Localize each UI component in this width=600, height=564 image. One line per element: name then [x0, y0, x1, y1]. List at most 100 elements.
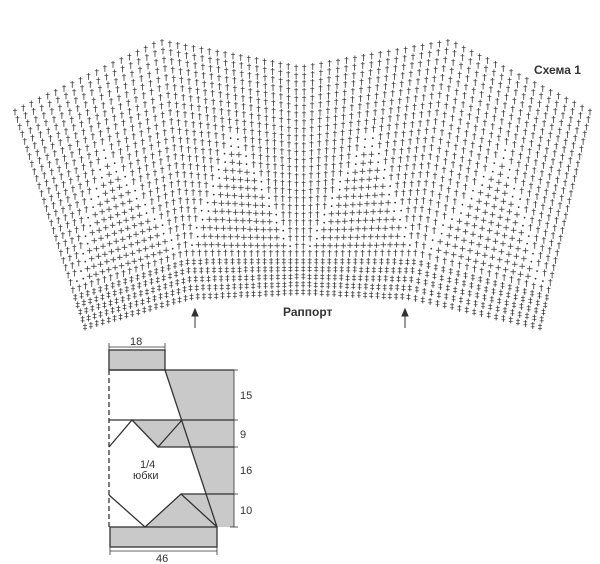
- stitch-symbol: †: [294, 226, 299, 236]
- stitch-symbol: †: [198, 121, 203, 131]
- stitch-symbol: †: [520, 187, 525, 197]
- stitch-symbol: †: [251, 160, 256, 170]
- stitch-symbol: +: [383, 207, 391, 217]
- stitch-symbol: •: [430, 246, 434, 253]
- stitch-symbol: †: [51, 201, 56, 211]
- hem-outline: [109, 526, 218, 548]
- stitch-symbol: †: [386, 49, 391, 59]
- stitch-symbol: †: [525, 120, 530, 130]
- stitch-symbol: +: [524, 272, 532, 282]
- stitch-symbol: †: [509, 69, 514, 79]
- stitch-symbol: †: [556, 92, 561, 102]
- stitch-symbol: ‡: [321, 257, 326, 267]
- stitch-symbol: †: [279, 116, 284, 126]
- stitch-symbol: +: [453, 234, 461, 244]
- stitch-symbol: ‡: [79, 291, 84, 301]
- stitch-symbol: †: [400, 249, 405, 259]
- stitch-symbol: †: [302, 103, 307, 113]
- stitch-symbol: +: [244, 176, 252, 186]
- stitch-symbol: †: [166, 91, 171, 101]
- stitch-symbol: †: [454, 88, 459, 98]
- stitch-symbol: †: [333, 130, 338, 140]
- stitch-symbol: †: [62, 120, 67, 130]
- stitch-symbol: ‡: [92, 287, 97, 297]
- stitch-symbol: †: [402, 121, 407, 131]
- stitch-symbol: ‡: [301, 288, 306, 298]
- stitch-symbol: †: [457, 126, 462, 136]
- stitch-symbol: ‡: [415, 286, 420, 296]
- stitch-symbol: ‡: [534, 306, 539, 316]
- stitch-symbol: †: [42, 112, 47, 122]
- stitch-symbol: •: [480, 182, 484, 189]
- stitch-symbol: †: [134, 149, 139, 159]
- stitch-symbol: †: [502, 274, 507, 284]
- stitch-symbol: †: [395, 181, 400, 191]
- stitch-symbol: †: [468, 158, 473, 168]
- stitch-symbol: †: [302, 72, 307, 82]
- stitch-symbol: †: [332, 154, 337, 164]
- stitch-symbol: †: [204, 249, 209, 259]
- stitch-symbol: +: [131, 257, 139, 267]
- stitch-symbol: •: [450, 216, 454, 223]
- stitch-symbol: †: [454, 143, 459, 153]
- stitch-symbol: †: [108, 134, 113, 144]
- stitch-symbol: †: [427, 161, 432, 171]
- stitch-symbol: +: [456, 217, 464, 227]
- stitch-symbol: †: [403, 172, 408, 182]
- stitch-symbol: †: [537, 100, 542, 110]
- stitch-symbol: †: [389, 173, 394, 183]
- stitch-symbol: †: [47, 161, 52, 171]
- stitch-symbol: †: [309, 156, 314, 166]
- stitch-symbol: †: [545, 146, 550, 156]
- stitch-symbol: +: [206, 224, 214, 234]
- stitch-symbol: ‡: [100, 318, 105, 328]
- stitch-symbol: •: [363, 145, 367, 152]
- stitch-symbol: †: [495, 142, 500, 152]
- stitch-symbol: †: [490, 123, 495, 133]
- stitch-symbol: ‡: [486, 311, 491, 321]
- stitch-symbol: ‡: [340, 258, 345, 268]
- stitch-symbol: +: [101, 250, 109, 260]
- stitch-symbol: +: [142, 244, 150, 254]
- stitch-symbol: ‡: [282, 273, 287, 283]
- stitch-symbol: †: [52, 176, 57, 186]
- stitch-symbol: †: [115, 131, 120, 141]
- stitch-symbol: †: [310, 102, 315, 112]
- stitch-symbol: †: [199, 130, 204, 140]
- stitch-symbol: †: [132, 178, 137, 188]
- stitch-symbol: ‡: [396, 275, 401, 285]
- stitch-symbol: +: [500, 197, 508, 207]
- top-width-label: 18: [130, 336, 142, 348]
- stitch-symbol: †: [472, 133, 477, 143]
- stitch-symbol: +: [350, 184, 358, 194]
- stitch-symbol: +: [243, 168, 251, 178]
- stitch-symbol: †: [258, 145, 263, 155]
- stitch-symbol: †: [66, 170, 71, 180]
- stitch-symbol: †: [352, 63, 357, 73]
- stitch-symbol: ‡: [479, 310, 484, 320]
- stitch-symbol: ‡: [391, 266, 396, 276]
- stitch-symbol: †: [310, 94, 315, 104]
- stitch-symbol: †: [323, 186, 328, 196]
- stitch-symbol: †: [302, 141, 307, 151]
- stitch-symbol: ‡: [106, 316, 111, 326]
- stitch-symbol: +: [89, 229, 97, 239]
- stitch-symbol: †: [413, 249, 418, 259]
- stitch-symbol: †: [461, 100, 466, 110]
- stitch-symbol: †: [558, 201, 563, 211]
- stitch-symbol: †: [193, 206, 198, 216]
- stitch-symbol: †: [96, 278, 101, 288]
- stitch-symbol: ‡: [263, 282, 268, 292]
- stitch-symbol: †: [286, 109, 291, 119]
- stitch-symbol: •: [102, 148, 106, 155]
- stitch-symbol: †: [500, 118, 505, 128]
- stitch-symbol: †: [469, 149, 474, 159]
- stitch-symbol: ‡: [245, 282, 250, 292]
- stitch-symbol: †: [493, 106, 498, 116]
- stitch-symbol: +: [218, 207, 226, 217]
- stitch-symbol: +: [227, 233, 235, 243]
- stitch-symbol: +: [498, 205, 506, 215]
- stitch-symbol: ‡: [179, 259, 184, 269]
- stitch-symbol: •: [370, 144, 374, 151]
- stitch-symbol: †: [347, 144, 352, 154]
